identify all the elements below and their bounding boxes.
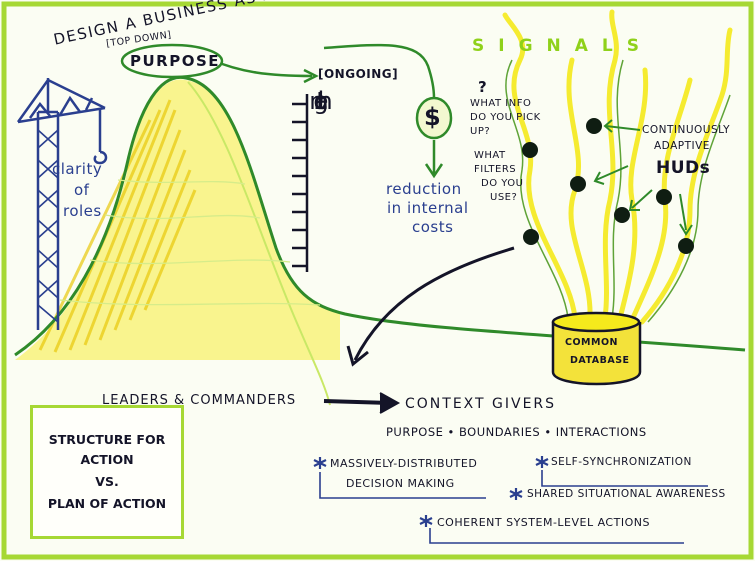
alignment-letter: i (317, 87, 325, 115)
outcome-distributed-2: DECISION MAKING (346, 477, 455, 490)
outcome-coherent-actions: COHERENT SYSTEM-LEVEL ACTIONS (437, 516, 650, 529)
alignment-ladder (292, 94, 309, 272)
outcome-shared-awareness: SHARED SITUATIONAL AWARENESS (527, 488, 726, 500)
alignment-letter: e (313, 87, 329, 115)
question-mark: ? (478, 78, 488, 96)
question-1-line-2: DO YOU PICK (470, 112, 541, 123)
alignment-letter: m (309, 87, 333, 115)
mountain-ridge (187, 81, 331, 406)
alignment-letter: t (316, 87, 326, 115)
hud-label-1: CONTINUOUSLY (642, 124, 730, 136)
cost-arrow (323, 43, 436, 99)
alignment-letter: n (313, 87, 329, 115)
alignment-letter: g (313, 87, 329, 115)
outcome-distributed-1: MASSIVELY-DISTRIBUTED (330, 457, 478, 470)
question-2-line-2: FILTERS (474, 164, 517, 175)
question-1-line-1: WHAT INFO (470, 98, 532, 109)
context-givers-label: CONTEXT GIVERS (405, 396, 557, 412)
leaders-label: LEADERS & COMMANDERS (102, 393, 297, 408)
hud-label-3: HUDs (656, 158, 711, 178)
crane-label-1: clarity (52, 160, 103, 178)
box-line-4: PLAN OF ACTION (47, 496, 167, 511)
mountain-contours (59, 179, 321, 306)
outcome-self-sync: SELF-SYNCHRONIZATION (551, 456, 692, 468)
purpose-label: PURPOSE (130, 52, 221, 70)
box-line-3: VS. (95, 474, 119, 489)
crane-label-2: of (74, 181, 90, 199)
question-2-line-3: DO YOU (481, 178, 524, 189)
crane-label-3: roles (63, 202, 102, 220)
database-label-2: DATABASE (570, 355, 630, 366)
reduction-line-1: reduction (386, 180, 462, 198)
mountain-outline (14, 75, 746, 357)
money-bag-icon (415, 96, 453, 140)
hud-dots (522, 118, 694, 254)
context-sub-label: PURPOSE • BOUNDARIES • INTERACTIONS (386, 425, 647, 439)
signal-streams (502, 9, 733, 325)
purpose-ellipse (120, 43, 224, 79)
signals-title: SIGNALS (472, 36, 653, 56)
signal-streams-outline (505, 59, 731, 323)
structure-box: STRUCTURE FOR ACTION VS. PLAN OF ACTION (30, 405, 184, 539)
alignment-letter: l (317, 87, 325, 115)
outcome-brackets (319, 470, 708, 544)
box-line-2: ACTION (80, 452, 134, 467)
reduction-line-2: in internal (387, 199, 469, 217)
ongoing-arrow (211, 58, 313, 78)
dollar-symbol: $ (424, 103, 442, 131)
box-line-1: STRUCTURE FOR (48, 432, 166, 447)
hud-label-2: ADAPTIVE (654, 140, 710, 152)
database-label-1: COMMON (565, 337, 618, 348)
question-2-line-4: USE? (490, 192, 518, 203)
question-1-line-3: UP? (470, 126, 491, 137)
ongoing-label: [ONGOING] (318, 67, 399, 81)
reduction-line-3: costs (412, 218, 454, 236)
down-arrow-icon (424, 140, 444, 179)
question-2-line-1: WHAT (474, 150, 506, 161)
feedback-arrow (353, 246, 515, 361)
hud-arrows (593, 119, 693, 236)
mountain-fill (15, 79, 340, 360)
crane-icon (16, 78, 108, 330)
database-icon (551, 311, 642, 386)
alignment-letter: a (313, 87, 329, 115)
asterisk-icons (313, 456, 549, 527)
alignment-letter: n (313, 87, 329, 115)
